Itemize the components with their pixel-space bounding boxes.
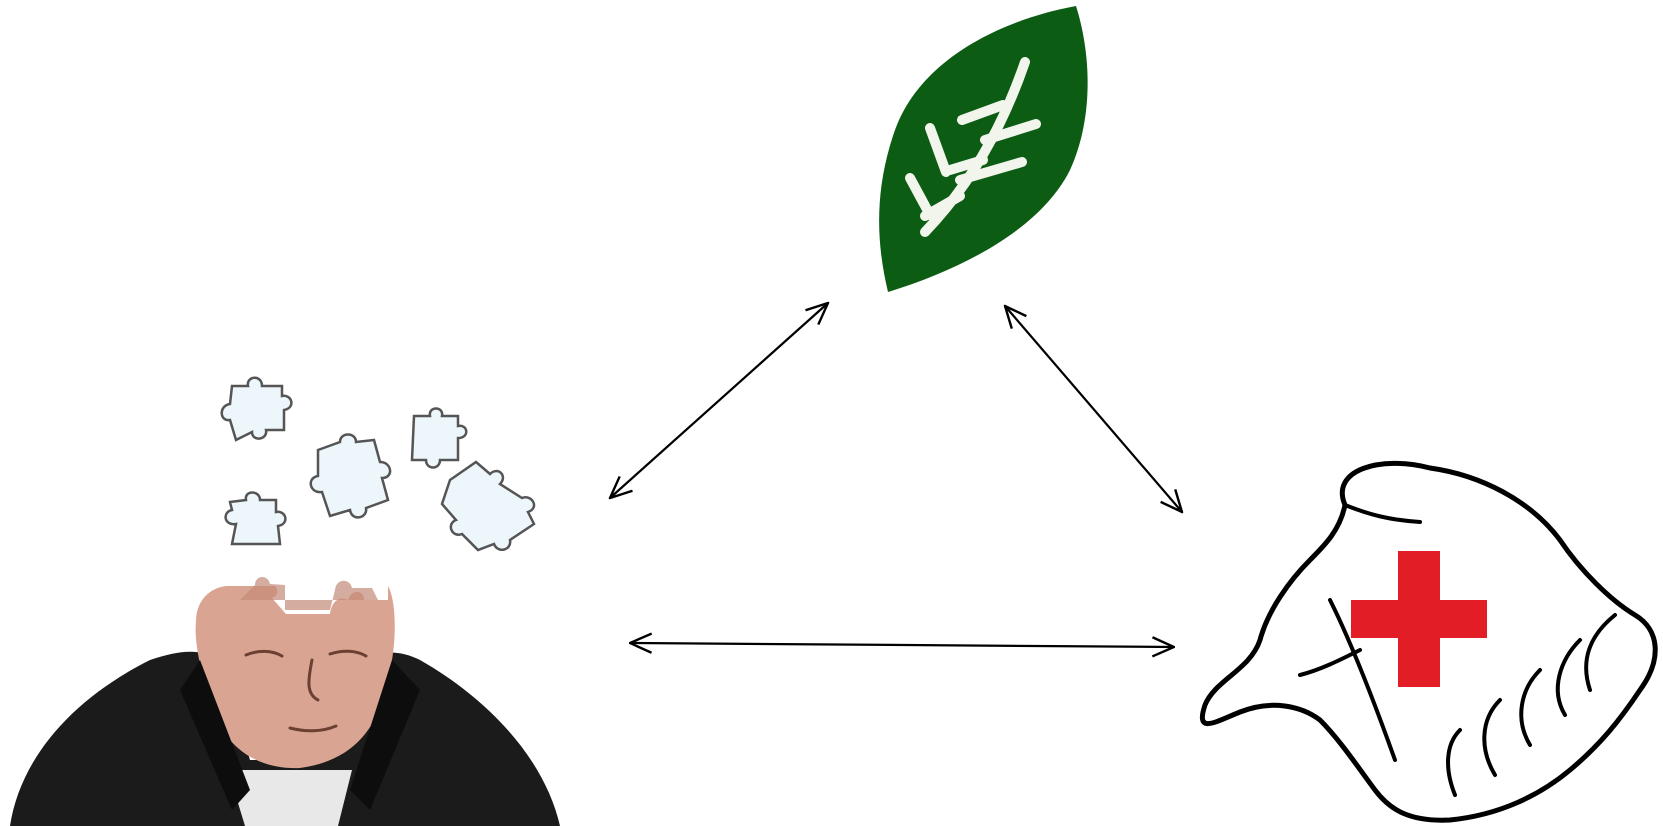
finger-lines	[1298, 503, 1617, 797]
puzzle-pieces	[220, 376, 536, 552]
leaf-veins	[905, 57, 1041, 237]
relation-arrows	[610, 303, 1182, 647]
collar-right	[350, 660, 420, 810]
arrow-leaf-care	[1005, 306, 1182, 512]
puzzle-piece	[440, 460, 536, 552]
arrow-person-leaf	[610, 303, 828, 498]
puzzle-piece	[309, 433, 392, 519]
collar-left	[180, 660, 250, 810]
head	[195, 586, 395, 769]
puzzle-piece	[224, 491, 287, 546]
puzzle-head-person-icon	[10, 376, 560, 826]
red-cross	[1351, 551, 1487, 687]
leaf-icon	[879, 6, 1088, 292]
puzzle-piece	[410, 407, 468, 469]
puzzle-piece	[220, 376, 293, 442]
face-features	[244, 649, 368, 733]
arrow-person-care	[630, 643, 1174, 647]
hand-red-cross-icon	[1199, 460, 1658, 823]
shirt	[228, 770, 352, 826]
jacket	[10, 651, 560, 826]
puzzle-cap	[240, 576, 378, 610]
